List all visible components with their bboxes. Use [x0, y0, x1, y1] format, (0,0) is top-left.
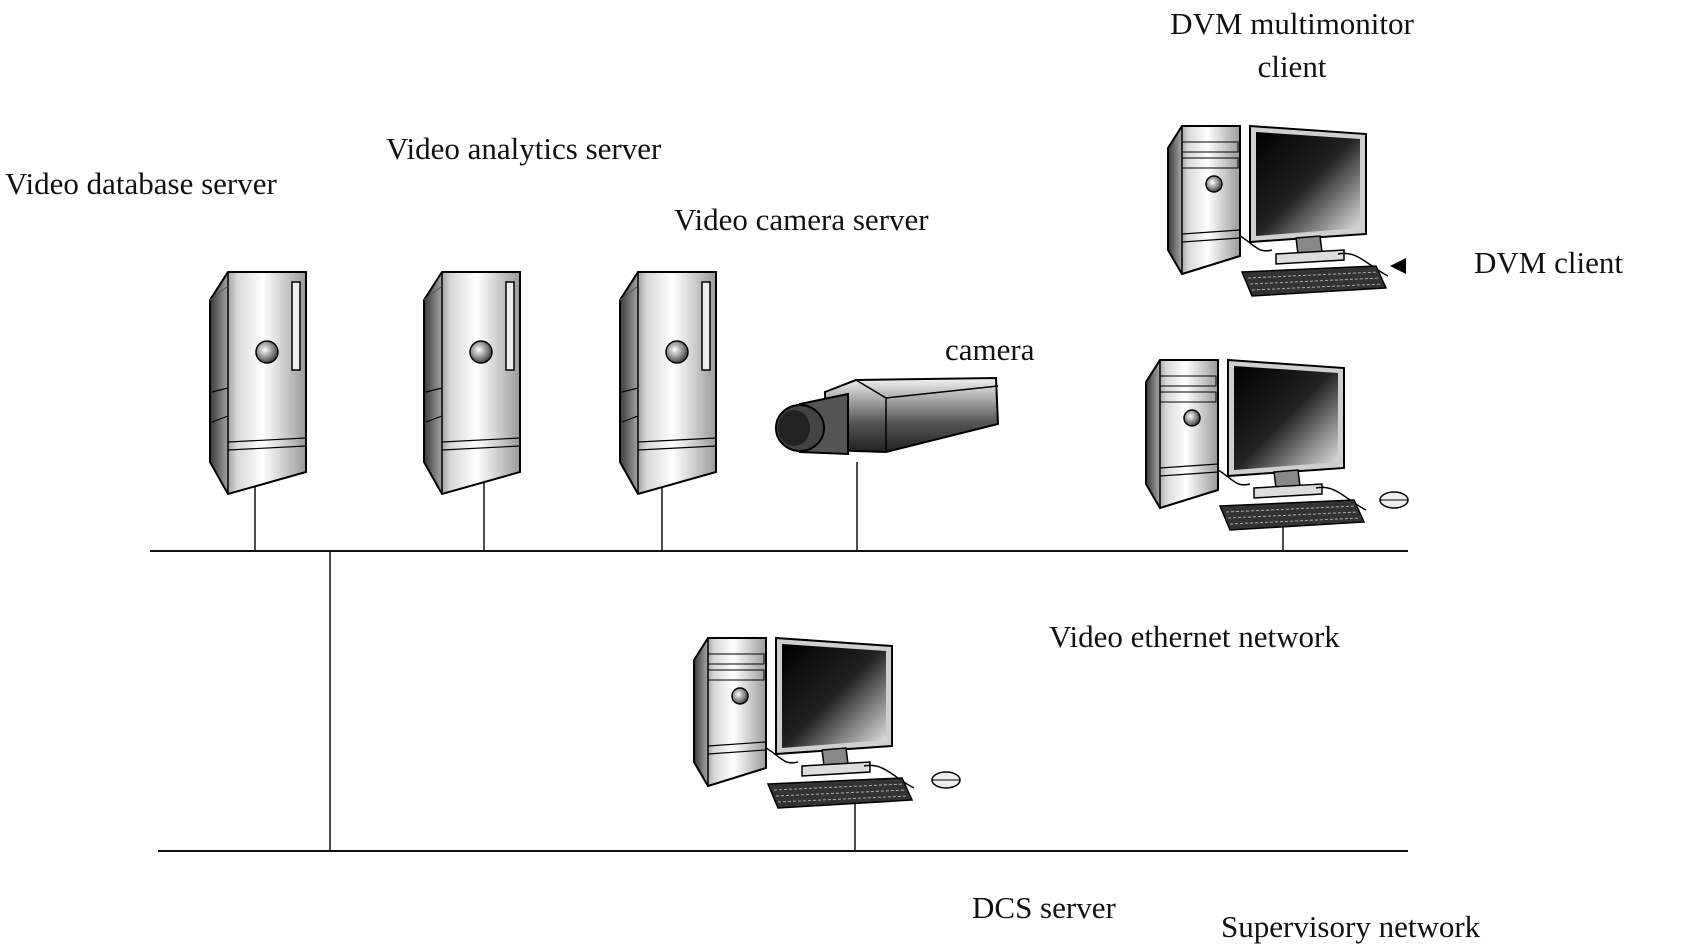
- label-dcs-server: DCS server: [972, 890, 1116, 925]
- label-video-camera-server: Video camera server: [674, 202, 929, 237]
- video-database-server-icon: [209, 271, 307, 495]
- dcs-server-icon: [693, 637, 961, 809]
- label-video-ethernet-network: Video ethernet network: [1049, 619, 1340, 654]
- camera-icon: [775, 376, 1000, 456]
- label-camera: camera: [945, 332, 1035, 367]
- video-analytics-server-icon: [423, 271, 521, 495]
- label-video-database-server: Video database server: [5, 166, 277, 201]
- dvm-client-icon: [1145, 359, 1409, 531]
- label-dvm-client: DVM client: [1474, 245, 1623, 280]
- label-video-analytics-server: Video analytics server: [386, 131, 662, 166]
- dvm-multimonitor-client-icon: [1167, 125, 1406, 297]
- label-supervisory-network: Supervisory network: [1221, 909, 1481, 944]
- video-camera-server-icon: [619, 271, 717, 495]
- label-dvm-multimonitor-client-line1: DVM multimonitor: [1170, 6, 1414, 41]
- label-dvm-multimonitor-client-line2: client: [1257, 49, 1327, 84]
